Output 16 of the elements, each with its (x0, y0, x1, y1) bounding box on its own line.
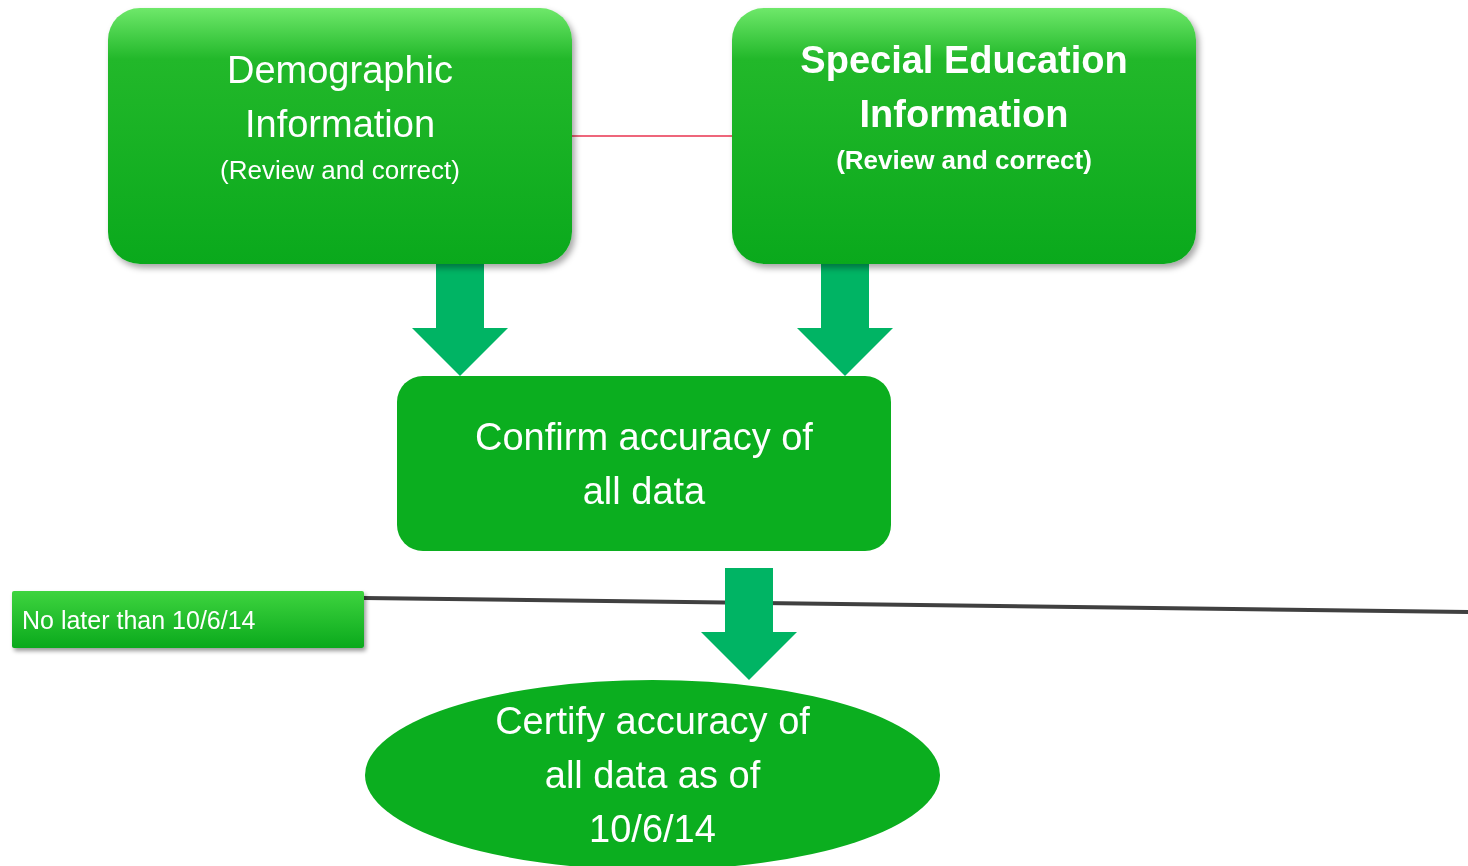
node-title: Demographic Information (226, 48, 454, 147)
connector-line (571, 135, 733, 137)
node-title: Certify accuracy of all data as of 10/6/14 (494, 699, 811, 852)
timeline-line (363, 596, 1468, 614)
node-title: Confirm accuracy of all data (474, 414, 814, 514)
node-title: Special Education Information (799, 38, 1129, 137)
node-subtitle: (Review and correct) (220, 154, 460, 187)
process-box (732, 8, 1196, 264)
process-box (108, 8, 572, 264)
node-subtitle: (Review and correct) (836, 144, 1092, 177)
block-arrow (797, 264, 893, 376)
process-box (397, 376, 891, 551)
block-arrow (701, 568, 797, 680)
node-title: No later than 10/6/14 (22, 604, 256, 636)
date-tag (12, 591, 364, 648)
block-arrow (412, 264, 508, 376)
